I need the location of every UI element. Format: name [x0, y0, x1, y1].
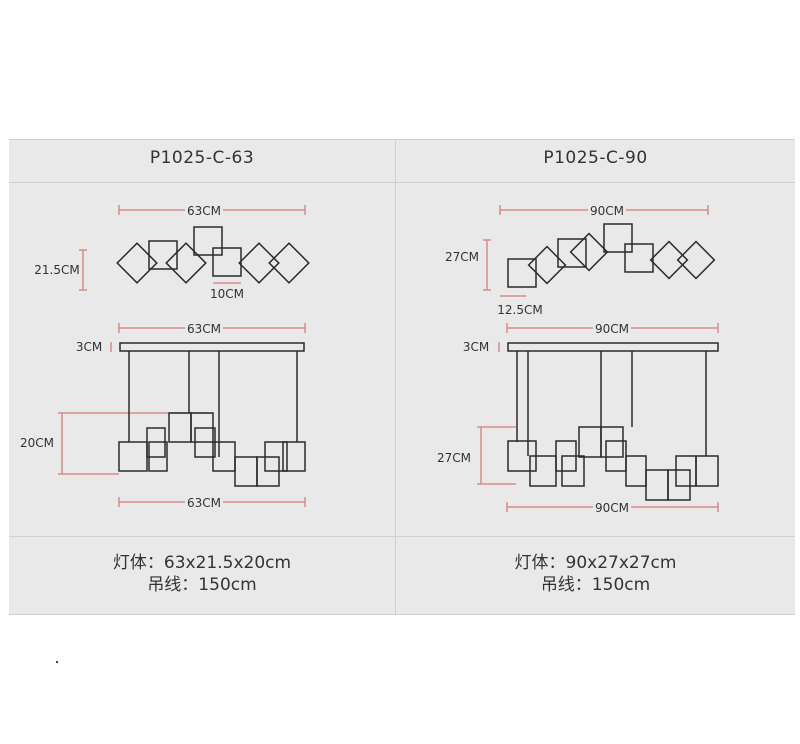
top-view: 63CM 21.5CM 10CM — [34, 204, 310, 301]
width-label: 90CM — [590, 204, 624, 218]
top-width-label: 63CM — [187, 322, 221, 336]
model-column-63: P1025-C-63 63CM 21.5CM 10CM — [9, 140, 395, 614]
header-divider — [9, 182, 795, 183]
top-view: 90CM 27CM 12.5CM — [445, 204, 716, 317]
model-title: P1025-C-63 — [149, 148, 255, 168]
spec-table: P1025-C-63 63CM 21.5CM 10CM — [9, 139, 795, 615]
bottom-width-label: 63CM — [187, 496, 221, 510]
canopy-bar — [507, 342, 719, 352]
side-view: 90CM 3CM 27CM 90CM — [437, 322, 719, 515]
fixture-side-shapes — [118, 351, 306, 487]
spec-block: 灯体：90x27x27cm 吊线：150cm — [396, 552, 795, 596]
box-size-label: 10CM — [210, 287, 244, 301]
canopy-bar — [119, 342, 305, 352]
model-title: P1025-C-90 — [543, 148, 648, 168]
width-label: 63CM — [187, 204, 221, 218]
depth-label: 27CM — [445, 250, 479, 264]
cable-length-spec: 吊线：150cm — [147, 575, 257, 595]
fixture-top-shapes — [507, 223, 716, 288]
fixture-side-shapes — [507, 351, 719, 501]
column-divider — [395, 140, 396, 614]
canopy-label: 3CM — [76, 340, 102, 354]
body-size-spec: 灯体：63x21.5x20cm — [112, 553, 292, 573]
height-label: 20CM — [20, 436, 54, 450]
body-size-spec: 灯体：90x27x27cm — [514, 553, 677, 573]
top-width-label: 90CM — [595, 322, 629, 336]
model-column-90: P1025-C-90 90CM 27CM 12.5CM — [396, 140, 795, 614]
spec-block: 灯体：63x21.5x20cm 吊线：150cm — [9, 552, 395, 596]
fixture-top-shapes — [116, 226, 310, 284]
footer-divider — [9, 536, 795, 537]
cable-length-spec: 吊线：150cm — [540, 575, 651, 595]
dimension-drawing-90: 90CM 27CM 12.5CM — [437, 204, 719, 515]
side-view: 63CM 3CM 20CM 63CM — [20, 322, 306, 510]
box-size-label: 12.5CM — [497, 303, 542, 317]
bottom-width-label: 90CM — [595, 501, 629, 515]
stray-dot — [56, 661, 58, 663]
depth-label: 21.5CM — [34, 263, 79, 277]
dimension-drawing-63: 63CM 21.5CM 10CM — [20, 204, 310, 510]
canopy-label: 3CM — [463, 340, 489, 354]
height-label: 27CM — [437, 451, 471, 465]
